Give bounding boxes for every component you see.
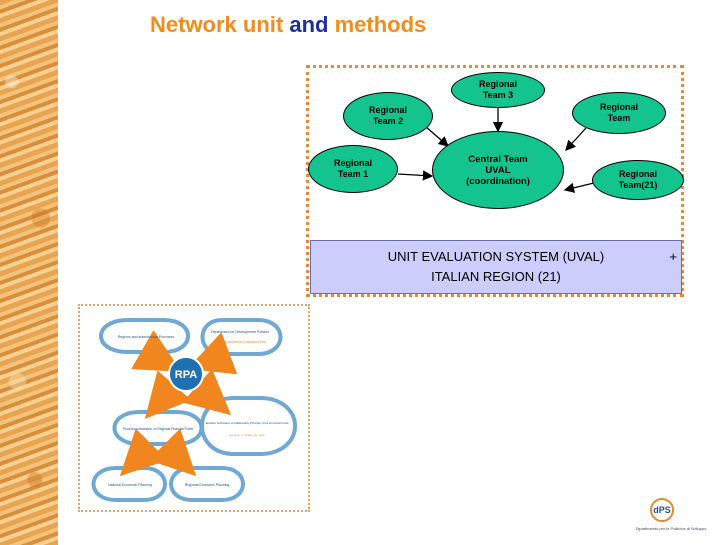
rpa-info-label: Provides Information on Regional Financi… — [123, 427, 193, 431]
title-part-2: and — [289, 12, 329, 37]
node-regional-team: Regional Team — [572, 92, 666, 134]
rpa-arrow-to-regional — [148, 428, 197, 477]
arrow-rt1-to-central — [397, 170, 434, 181]
node-regional-team-3: Regional Team 3 — [451, 72, 545, 108]
node-regional-team-21: Regional Team(21) — [592, 160, 684, 200]
title-part-3: methods — [334, 12, 427, 37]
uval-label-line-2: ITALIAN REGION (21) — [431, 269, 561, 284]
rpa-regions-label: Regions and autonomous Provinces — [118, 335, 174, 339]
dps-logo-icon: dPS — [650, 498, 674, 522]
node-regional-team-2: Regional Team 2 — [343, 92, 433, 140]
rpa-arrow-to-info — [144, 370, 192, 420]
rpa-center-label: RPA — [175, 369, 197, 381]
rpa-arrow-to-additionality — [182, 368, 232, 416]
rpa-arrow-department — [187, 332, 238, 375]
node-central-team: Central Team UVAL (coordination) — [432, 131, 564, 209]
arrow-rt-right-to-central — [565, 127, 587, 151]
rpa-additionality-label: Enables Verification of Additionality Pr… — [206, 421, 289, 425]
rpa-center-circle — [168, 356, 204, 392]
uval-label-plus: + — [669, 249, 677, 264]
rpa-department-loop — [200, 318, 283, 356]
rpa-department-label-2: Public Investment Evaluation Unit — [214, 340, 266, 344]
uval-label-line-1: UNIT EVALUATION SYSTEM (UVAL) — [387, 249, 605, 264]
rpa-additionality-loop — [200, 396, 297, 456]
dps-logo-caption: Dipartimento per le Politiche di Svilupp… — [635, 526, 707, 531]
title-part-1: Network unit — [150, 12, 284, 37]
rpa-additionality-sub: Ex ante, In itinere, Ex post — [229, 433, 264, 437]
uval-system-label: UNIT EVALUATION SYSTEM (UVAL) + ITALIAN … — [310, 240, 682, 294]
rpa-regional-label: Regional Economic Planning — [185, 483, 230, 487]
rpa-national-label: National Economic Planning — [108, 483, 152, 487]
rpa-regional-loop — [169, 466, 245, 502]
node-regional-team-1: Regional Team 1 — [308, 145, 398, 193]
rpa-diagram-frame — [78, 304, 310, 512]
slide-title: Network unit and methods — [150, 12, 610, 38]
rpa-department-label-1: Department for Development Policies — [211, 330, 269, 334]
rpa-arrow-regions — [131, 330, 182, 372]
rpa-arrow-to-national — [119, 428, 168, 477]
decorative-left-strip — [0, 0, 58, 545]
